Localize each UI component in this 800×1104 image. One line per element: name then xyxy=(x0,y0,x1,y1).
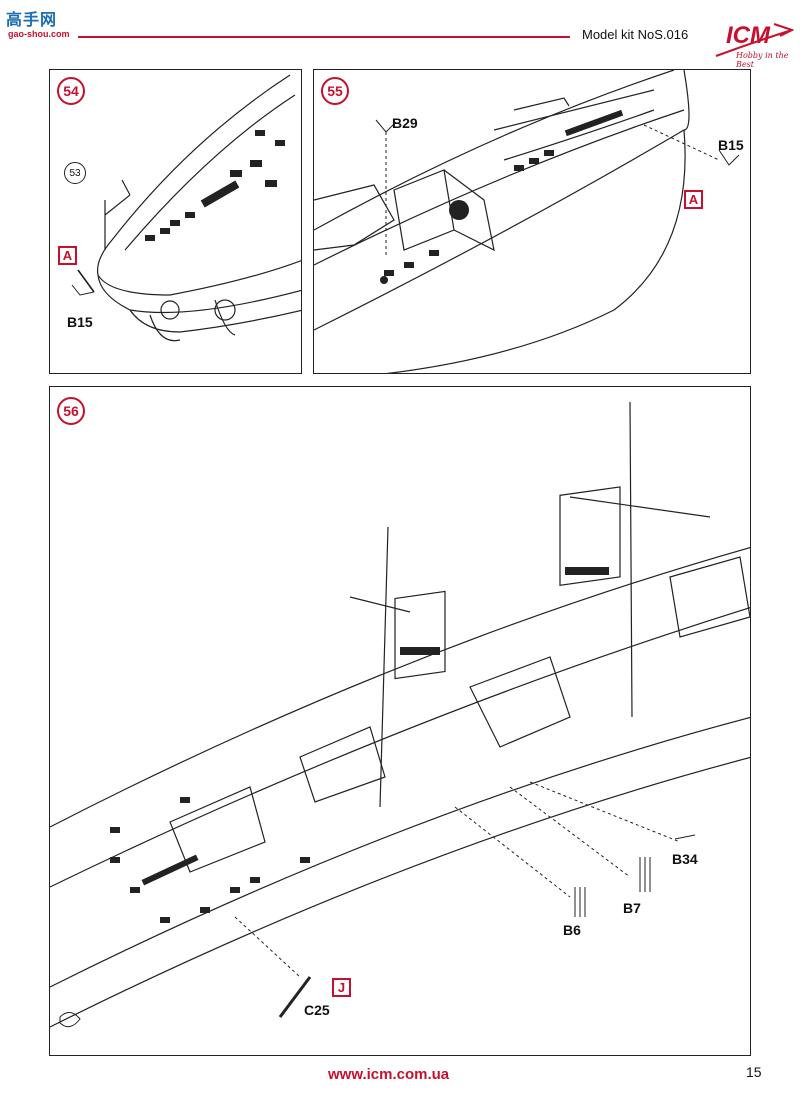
battleship-hull-drawing xyxy=(50,401,750,1028)
bow-deck-drawing xyxy=(71,74,301,342)
part-label-c25: C25 xyxy=(304,1002,330,1018)
part-label-b15-right: B15 xyxy=(718,137,744,153)
step-number-56: 56 xyxy=(57,397,85,425)
callout-j: J xyxy=(332,978,351,997)
part-label-b6: B6 xyxy=(563,922,581,938)
icm-logo: ICM Hobby in the Best xyxy=(714,22,794,69)
footer-website: www.icm.com.ua xyxy=(328,1066,450,1083)
site-logo-url: gao-shou.com xyxy=(8,29,70,39)
site-watermark-logo: 高手网 gao-shou.com xyxy=(6,6,86,46)
step-number-55: 55 xyxy=(321,77,349,105)
panel-step-55: 55 B29 B15 A xyxy=(313,69,751,374)
part-label-b34: B34 xyxy=(672,851,698,867)
brand-name: ICM xyxy=(726,22,770,49)
part-label-b15: B15 xyxy=(67,314,93,330)
reference-step-53: 53 xyxy=(64,162,86,184)
part-label-b29: B29 xyxy=(392,115,418,131)
callout-a: A xyxy=(58,246,77,265)
header-rule xyxy=(78,36,570,38)
page-number: 15 xyxy=(746,1064,762,1080)
deck-turret-drawing xyxy=(314,70,740,373)
site-logo-chinese: 高手网 xyxy=(6,10,58,29)
page-title: Model kit NoS.016 xyxy=(582,27,689,42)
step-number-54: 54 xyxy=(57,77,85,105)
brand-tagline: Hobby in the Best xyxy=(736,51,789,69)
panel-step-54: 54 53 A B15 xyxy=(49,69,302,374)
part-label-b7: B7 xyxy=(623,900,641,916)
panel-step-56: 56 B34 B7 B6 C25 J xyxy=(49,386,751,1056)
callout-a: A xyxy=(684,190,703,209)
icm-swoosh-icon xyxy=(715,23,794,57)
